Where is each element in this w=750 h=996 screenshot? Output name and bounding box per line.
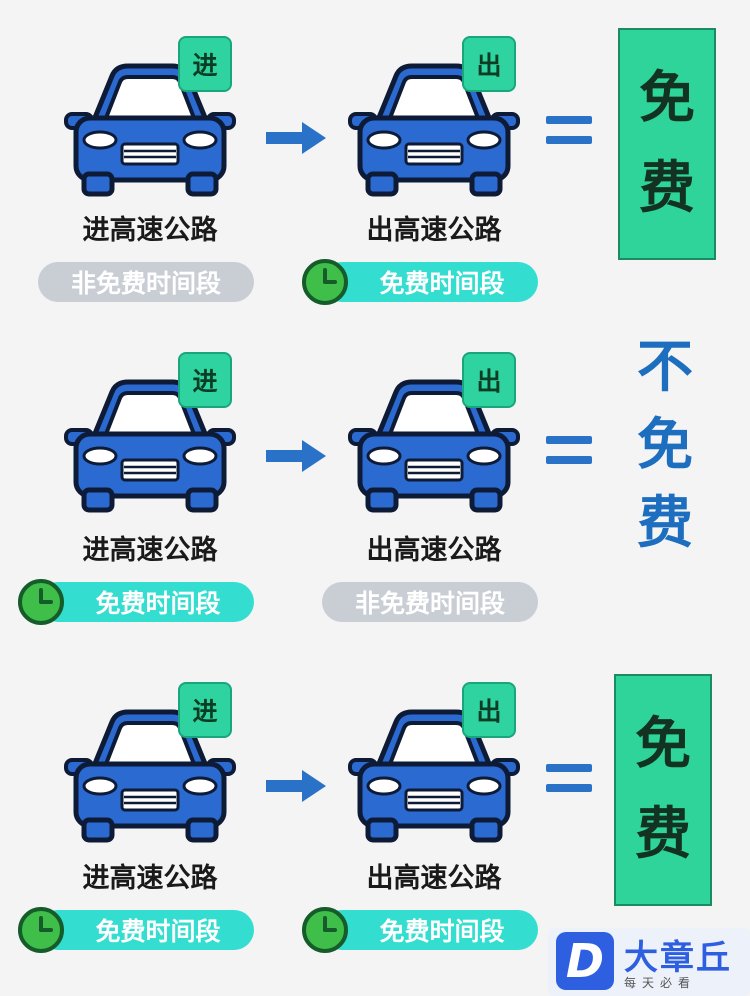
car-headlight-left	[82, 446, 118, 466]
exit-sign: 出	[462, 682, 516, 738]
car-grille	[120, 458, 180, 482]
enter-highway-label: 进高速公路	[82, 215, 218, 246]
right-arrow-icon	[266, 438, 328, 474]
right-arrow-icon	[266, 120, 328, 156]
car-grille	[404, 142, 464, 166]
car-headlight-left	[82, 776, 118, 796]
result-char: 费	[637, 491, 693, 556]
exit-highway-label: 出高速公路	[366, 535, 502, 566]
car-headlight-left	[82, 130, 118, 150]
clock-icon	[18, 579, 64, 625]
equals-bar	[546, 136, 592, 144]
car-wheel-left	[365, 171, 399, 197]
exit-highway-label: 出高速公路	[366, 863, 502, 894]
exit-sign: 出	[462, 352, 516, 408]
car-wheel-left	[365, 817, 399, 843]
equals-bar	[546, 764, 592, 772]
enter-highway-label: 进高速公路	[82, 863, 218, 894]
car-wheel-right	[185, 171, 219, 197]
result-char: 费	[639, 156, 695, 221]
car-headlight-right	[466, 446, 502, 466]
equals-sign	[546, 436, 592, 466]
car-grille	[120, 142, 180, 166]
result-free-box: 免费	[614, 674, 712, 906]
car-headlight-left	[366, 446, 402, 466]
watermark-brand: 大章丘	[624, 938, 732, 978]
car-grille	[404, 788, 464, 812]
car-wheel-right	[185, 817, 219, 843]
car-wheel-left	[81, 171, 115, 197]
car-headlight-right	[182, 776, 218, 796]
car-headlight-left	[366, 776, 402, 796]
car-wheel-right	[469, 487, 503, 513]
result-char: 免	[639, 66, 695, 131]
car-wheel-right	[469, 817, 503, 843]
car-wheel-right	[185, 487, 219, 513]
exit-period-badge: 免费时间段	[322, 910, 538, 950]
clock-icon	[18, 907, 64, 953]
watermark-logo: D	[556, 932, 614, 990]
car-wheel-left	[81, 817, 115, 843]
enter-sign: 进	[178, 36, 232, 92]
car-wheel-right	[469, 171, 503, 197]
car-headlight-right	[466, 130, 502, 150]
equals-sign	[546, 764, 592, 794]
car-wheel-left	[365, 487, 399, 513]
equals-bar	[546, 456, 592, 464]
car-headlight-right	[466, 776, 502, 796]
equals-bar	[546, 116, 592, 124]
car-wheel-left	[81, 487, 115, 513]
exit-car	[344, 696, 524, 846]
car-grille	[120, 788, 180, 812]
car-svg	[348, 709, 520, 843]
equals-bar	[546, 436, 592, 444]
clock-icon	[302, 259, 348, 305]
car-headlight-left	[366, 130, 402, 150]
equals-sign	[546, 116, 592, 146]
exit-period-badge: 免费时间段	[322, 262, 538, 302]
right-arrow-icon	[266, 768, 328, 804]
car-headlight-right	[182, 446, 218, 466]
exit-period-badge: 非免费时间段	[322, 582, 538, 622]
watermark-slogan: 每天必看	[624, 976, 697, 990]
car-svg	[64, 709, 236, 843]
enter-period-badge: 免费时间段	[38, 582, 254, 622]
result-char: 不	[637, 335, 693, 400]
result-char: 费	[635, 802, 691, 867]
clock-icon	[302, 907, 348, 953]
result-free-box: 免费	[618, 28, 716, 260]
equals-bar	[546, 784, 592, 792]
result-not-free-text: 不免费	[618, 340, 712, 552]
enter-sign: 进	[178, 352, 232, 408]
exit-sign: 出	[462, 36, 516, 92]
enter-period-badge: 非免费时间段	[38, 262, 254, 302]
enter-highway-label: 进高速公路	[82, 535, 218, 566]
enter-sign: 进	[178, 682, 232, 738]
enter-car	[60, 696, 240, 846]
enter-period-badge: 免费时间段	[38, 910, 254, 950]
exit-highway-label: 出高速公路	[366, 215, 502, 246]
car-grille	[404, 458, 464, 482]
result-char: 免	[635, 712, 691, 777]
car-headlight-right	[182, 130, 218, 150]
result-char: 免	[637, 413, 693, 478]
